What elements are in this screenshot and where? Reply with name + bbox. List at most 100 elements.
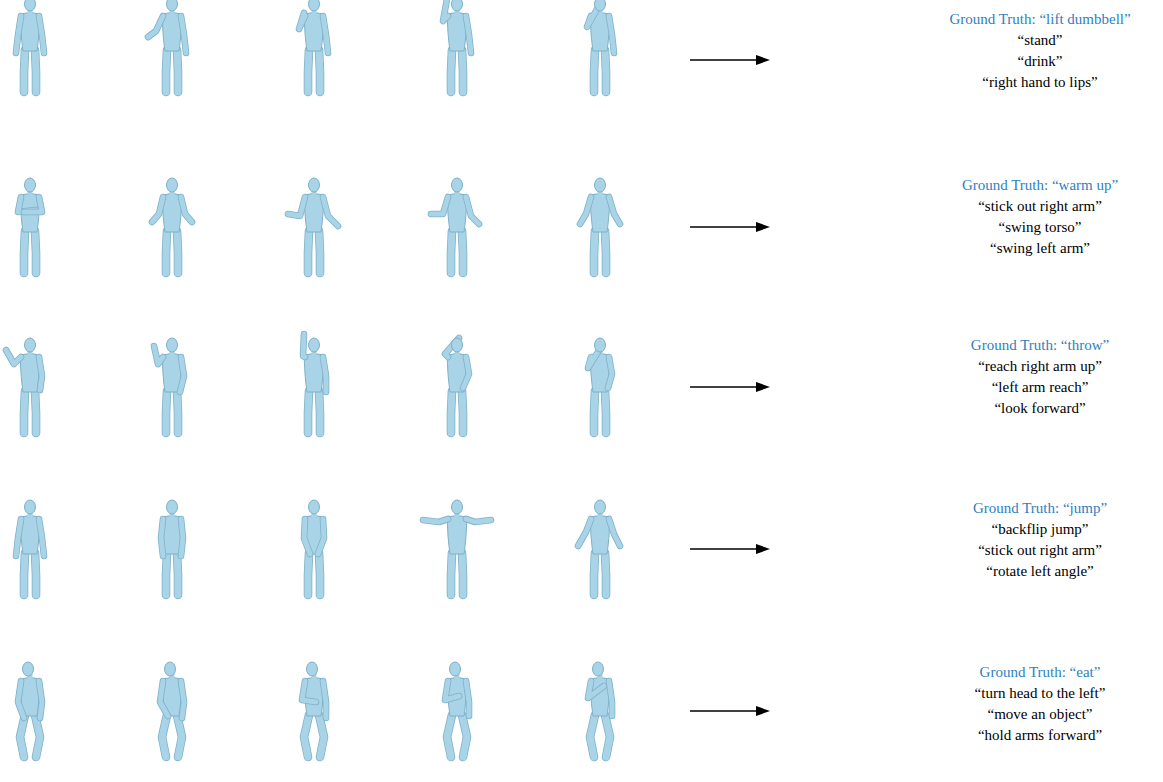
limb xyxy=(152,197,163,222)
torso xyxy=(304,516,324,555)
limb-outline xyxy=(609,197,620,224)
human-figure xyxy=(152,178,192,273)
head xyxy=(595,500,606,514)
predicted-label: “hold arms forward” xyxy=(978,725,1102,746)
human-figure xyxy=(18,662,42,757)
limb xyxy=(605,50,606,92)
limb xyxy=(177,715,182,757)
limb xyxy=(466,681,469,716)
limb xyxy=(451,553,452,595)
limb-outline xyxy=(35,715,40,757)
arrow-shaft xyxy=(690,710,760,712)
limb-outline xyxy=(302,681,316,702)
limb-outline xyxy=(605,231,606,273)
limb-outline xyxy=(447,715,452,757)
head xyxy=(23,662,34,676)
arrow-head xyxy=(756,222,770,232)
limb-outline xyxy=(605,553,606,595)
limb-outline xyxy=(35,231,36,273)
limb xyxy=(609,197,620,224)
limb-outline xyxy=(594,50,595,92)
limb-outline xyxy=(35,391,36,433)
limb xyxy=(323,681,326,718)
predicted-label: “swing torso” xyxy=(999,217,1082,238)
head xyxy=(452,0,463,11)
limb-outline xyxy=(166,50,167,92)
limb xyxy=(587,9,597,27)
limb-outline xyxy=(462,715,467,757)
limb xyxy=(308,231,309,273)
limb xyxy=(590,715,595,757)
limb-outline xyxy=(180,357,184,392)
limb xyxy=(605,391,606,433)
limb-outline xyxy=(451,231,452,273)
limb xyxy=(423,519,448,522)
limb xyxy=(39,357,42,390)
human-figure xyxy=(588,338,612,433)
limb-outline xyxy=(177,553,178,595)
limb-outline xyxy=(466,197,479,224)
limb xyxy=(181,16,186,53)
limb xyxy=(605,231,606,273)
limb-outline xyxy=(39,357,42,390)
limb-outline xyxy=(152,197,163,222)
limb xyxy=(16,519,21,556)
limb xyxy=(177,50,178,92)
limb xyxy=(39,519,44,556)
predicted-label: “turn head to the left” xyxy=(975,683,1106,704)
head xyxy=(309,338,320,352)
limb xyxy=(588,352,598,368)
limb-outline xyxy=(587,9,597,27)
predicted-label: “move an object” xyxy=(988,704,1093,725)
arrow-head xyxy=(756,55,770,65)
limb xyxy=(308,553,309,595)
limb xyxy=(605,553,606,595)
head xyxy=(595,178,606,192)
limb xyxy=(462,50,463,92)
limb xyxy=(154,346,163,364)
limb xyxy=(318,519,324,554)
head xyxy=(167,0,178,11)
limb xyxy=(319,715,324,757)
limb xyxy=(323,197,338,226)
limb-outline xyxy=(308,50,309,92)
limb-outline xyxy=(20,715,25,757)
limb-outline xyxy=(308,231,309,273)
limb xyxy=(288,197,305,216)
limb xyxy=(319,50,320,92)
limb-outline xyxy=(288,197,305,216)
limb xyxy=(304,715,309,757)
limb-outline xyxy=(177,50,178,92)
limb xyxy=(594,553,595,595)
limb xyxy=(451,231,452,273)
limb xyxy=(431,197,448,214)
limb-outline xyxy=(605,391,606,433)
limb-outline xyxy=(594,391,595,433)
limb xyxy=(443,0,448,21)
ground-truth-label: Ground Truth: “jump” xyxy=(973,498,1107,519)
limb-outline xyxy=(160,681,168,716)
limb xyxy=(588,681,604,698)
limb-outline xyxy=(304,715,309,757)
limb-outline xyxy=(590,715,595,757)
head xyxy=(25,0,36,11)
head xyxy=(452,338,463,352)
limb-outline xyxy=(319,231,320,273)
head xyxy=(25,178,36,192)
limb-outline xyxy=(181,519,183,556)
limb xyxy=(35,553,36,595)
predicted-label: “right hand to lips” xyxy=(982,72,1097,93)
limb xyxy=(302,681,316,702)
limb-outline xyxy=(24,231,25,273)
limb xyxy=(35,715,40,757)
limb-outline xyxy=(166,391,167,433)
limb-outline xyxy=(177,715,182,757)
human-figure xyxy=(431,178,479,273)
predicted-label: “rotate left angle” xyxy=(986,561,1093,582)
head xyxy=(25,338,36,352)
limb-outline xyxy=(608,357,612,388)
limb-outline xyxy=(177,231,178,273)
limb xyxy=(24,50,25,92)
predicted-label: “stick out right arm” xyxy=(978,196,1102,217)
limb xyxy=(177,391,178,433)
